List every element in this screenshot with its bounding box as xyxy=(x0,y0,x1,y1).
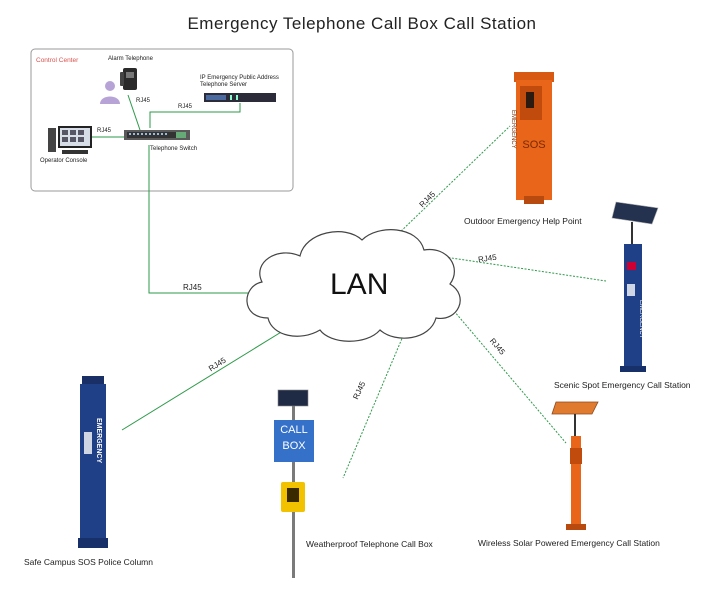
outdoor-emergency-text: EMERGENCY xyxy=(510,110,516,149)
scenic-station-label: Scenic Spot Emergency Call Station xyxy=(554,380,691,390)
operator-console-label: Operator Console xyxy=(40,158,88,164)
campus-column-icon xyxy=(78,376,108,548)
cc-rj45-label: RJ45 xyxy=(178,104,193,110)
control-center-label: Control Center xyxy=(36,57,79,64)
alarm-telephone-icon xyxy=(100,68,137,104)
campus-column-label: Safe Campus SOS Police Column xyxy=(24,557,153,567)
link-control-center xyxy=(148,145,258,294)
lan-connections xyxy=(121,125,607,479)
lan-cloud xyxy=(246,229,461,342)
alarm-telephone-label: Alarm Telephone xyxy=(108,56,153,62)
ip-server-icon xyxy=(204,93,276,102)
outdoor-help-point-label: Outdoor Emergency Help Point xyxy=(464,216,582,226)
link-campus xyxy=(121,325,292,431)
operator-console-icon xyxy=(48,126,92,154)
scenic-station-icon xyxy=(611,201,659,372)
weatherproof-callbox-label: Weatherproof Telephone Call Box xyxy=(306,539,433,549)
call-text: CALL xyxy=(280,424,308,436)
wireless-solar-station-icon xyxy=(551,401,599,530)
telephone-switch-icon xyxy=(124,130,190,140)
box-text: BOX xyxy=(282,440,306,452)
link-weatherproof xyxy=(342,328,407,479)
link-outdoor xyxy=(395,125,511,237)
control-center-links xyxy=(92,94,241,138)
link-scenic xyxy=(437,255,607,282)
rj45-control-center: RJ45 xyxy=(183,283,202,292)
diagram-title: Emergency Telephone Call Box Call Statio… xyxy=(187,14,537,33)
wireless-station-label: Wireless Solar Powered Emergency Call St… xyxy=(478,538,660,548)
telephone-switch-label: Telephone Switch xyxy=(150,146,198,152)
cc-rj45-label: RJ45 xyxy=(97,128,112,134)
weatherproof-callbox-icon xyxy=(274,389,314,578)
link-wireless xyxy=(453,310,567,444)
ip-server-label-1: IP Emergency Public Address xyxy=(200,75,279,81)
outdoor-help-point-icon xyxy=(514,72,554,204)
ip-server-label-2: Telephone Server xyxy=(200,82,248,88)
lan-label: LAN xyxy=(330,268,389,301)
sos-text: SOS xyxy=(522,139,546,151)
control-center-panel xyxy=(30,48,294,192)
scenic-emergency-text: EMERGENCY xyxy=(638,300,644,339)
cc-rj45-label: RJ45 xyxy=(136,98,151,104)
campus-emergency-text: EMERGENCY xyxy=(95,418,102,464)
